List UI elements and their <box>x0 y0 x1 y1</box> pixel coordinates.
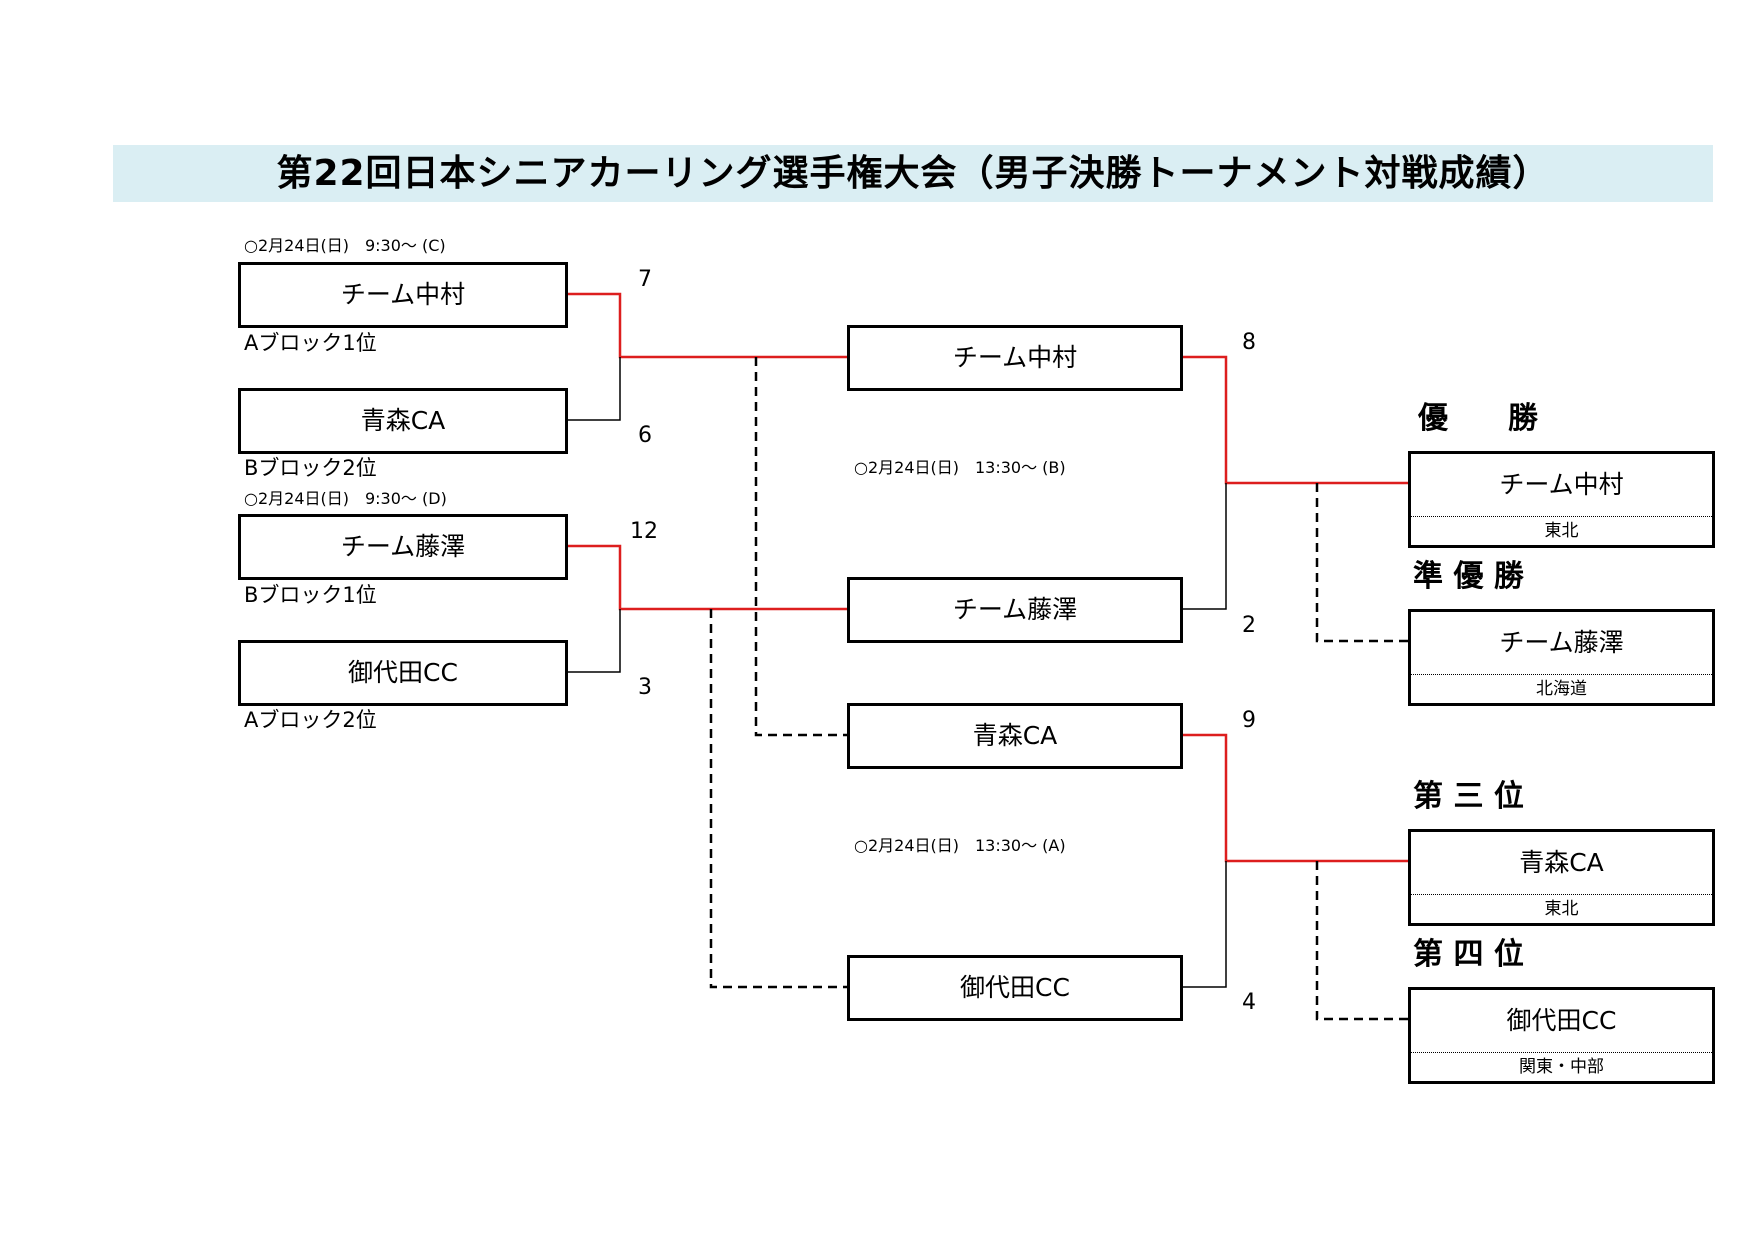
team-name: 御代田CC <box>1411 990 1712 1053</box>
region-label: 北海道 <box>1536 679 1587 699</box>
team-box-semi2-a: チーム藤澤 <box>238 514 568 580</box>
team-name: チーム藤澤 <box>340 532 466 561</box>
rank-label-runnerup: 準 優 勝 <box>1413 559 1524 594</box>
bracket-line-semi1-winner <box>566 292 847 359</box>
team-box-semi1-b: 青森CA <box>238 388 568 454</box>
bracket-line-third-loser <box>1183 861 1227 988</box>
bracket-line-semi1-to-third <box>754 357 847 737</box>
team-name: チーム藤澤 <box>1411 612 1712 675</box>
team-name: 青森CA <box>360 406 446 435</box>
seed-label: Aブロック1位 <box>244 331 377 355</box>
score-final-a: 8 <box>1242 330 1256 355</box>
score-third-a: 9 <box>1242 708 1256 733</box>
score-semi2-b: 3 <box>638 675 652 700</box>
standing-box-fourth: 御代田CC 関東・中部 <box>1408 987 1715 1084</box>
rank-label-third: 第 三 位 <box>1413 779 1524 814</box>
team-name: チーム中村 <box>952 343 1078 372</box>
bracket-line-final-loser <box>1183 483 1227 610</box>
team-box-final-a: チーム中村 <box>847 325 1183 391</box>
score-semi1-a: 7 <box>638 267 652 292</box>
bracket-line-semi2-winner <box>566 544 847 611</box>
schedule-semi1: ○2月24日(日) 9:30～ (C) <box>244 236 446 255</box>
score-semi1-b: 6 <box>638 423 652 448</box>
team-name: チーム藤澤 <box>952 595 1078 624</box>
region-label: 関東・中部 <box>1519 1057 1604 1077</box>
team-box-semi2-b: 御代田CC <box>238 640 568 706</box>
bracket-line-third-winner <box>1183 733 1408 863</box>
team-name: チーム中村 <box>340 280 466 309</box>
standing-box-champion: チーム中村 東北 <box>1408 451 1715 548</box>
bracket-line-final-runnerup <box>1315 483 1408 643</box>
score-third-b: 4 <box>1242 990 1256 1015</box>
team-box-third-b: 御代田CC <box>847 955 1183 1021</box>
bracket-line-semi2-to-third <box>709 609 847 989</box>
score-final-b: 2 <box>1242 613 1256 638</box>
team-name: 御代田CC <box>960 973 1070 1002</box>
rank-label-fourth: 第 四 位 <box>1413 937 1524 972</box>
seed-label: Bブロック2位 <box>244 456 377 480</box>
bracket-line-final-winner <box>1183 355 1408 485</box>
bracket-line-fourth <box>1315 861 1408 1021</box>
rank-label-champion: 優 勝 <box>1418 401 1538 436</box>
bracket-line-semi2-loser <box>566 609 621 673</box>
team-box-third-a: 青森CA <box>847 703 1183 769</box>
region-label: 東北 <box>1544 521 1579 541</box>
region-label: 東北 <box>1544 899 1579 919</box>
seed-label: Bブロック1位 <box>244 583 377 607</box>
standing-box-third: 青森CA 東北 <box>1408 829 1715 926</box>
team-box-final-b: チーム藤澤 <box>847 577 1183 643</box>
team-name: 青森CA <box>1411 832 1712 895</box>
team-name: 青森CA <box>972 721 1058 750</box>
score-semi2-a: 12 <box>630 519 658 544</box>
schedule-final: ○2月24日(日) 13:30～ (B) <box>854 458 1066 477</box>
standing-box-runnerup: チーム藤澤 北海道 <box>1408 609 1715 706</box>
schedule-semi2: ○2月24日(日) 9:30～ (D) <box>244 489 447 508</box>
page-title: 第22回日本シニアカーリング選手権大会（男子決勝トーナメント対戦成績） <box>276 153 1550 194</box>
bracket-line-semi1-loser <box>566 357 621 421</box>
title-banner <box>113 145 1713 202</box>
team-box-semi1-a: チーム中村 <box>238 262 568 328</box>
team-name: チーム中村 <box>1411 454 1712 517</box>
team-name: 御代田CC <box>348 658 458 687</box>
seed-label: Aブロック2位 <box>244 708 377 732</box>
schedule-third-place: ○2月24日(日) 13:30～ (A) <box>854 836 1066 855</box>
